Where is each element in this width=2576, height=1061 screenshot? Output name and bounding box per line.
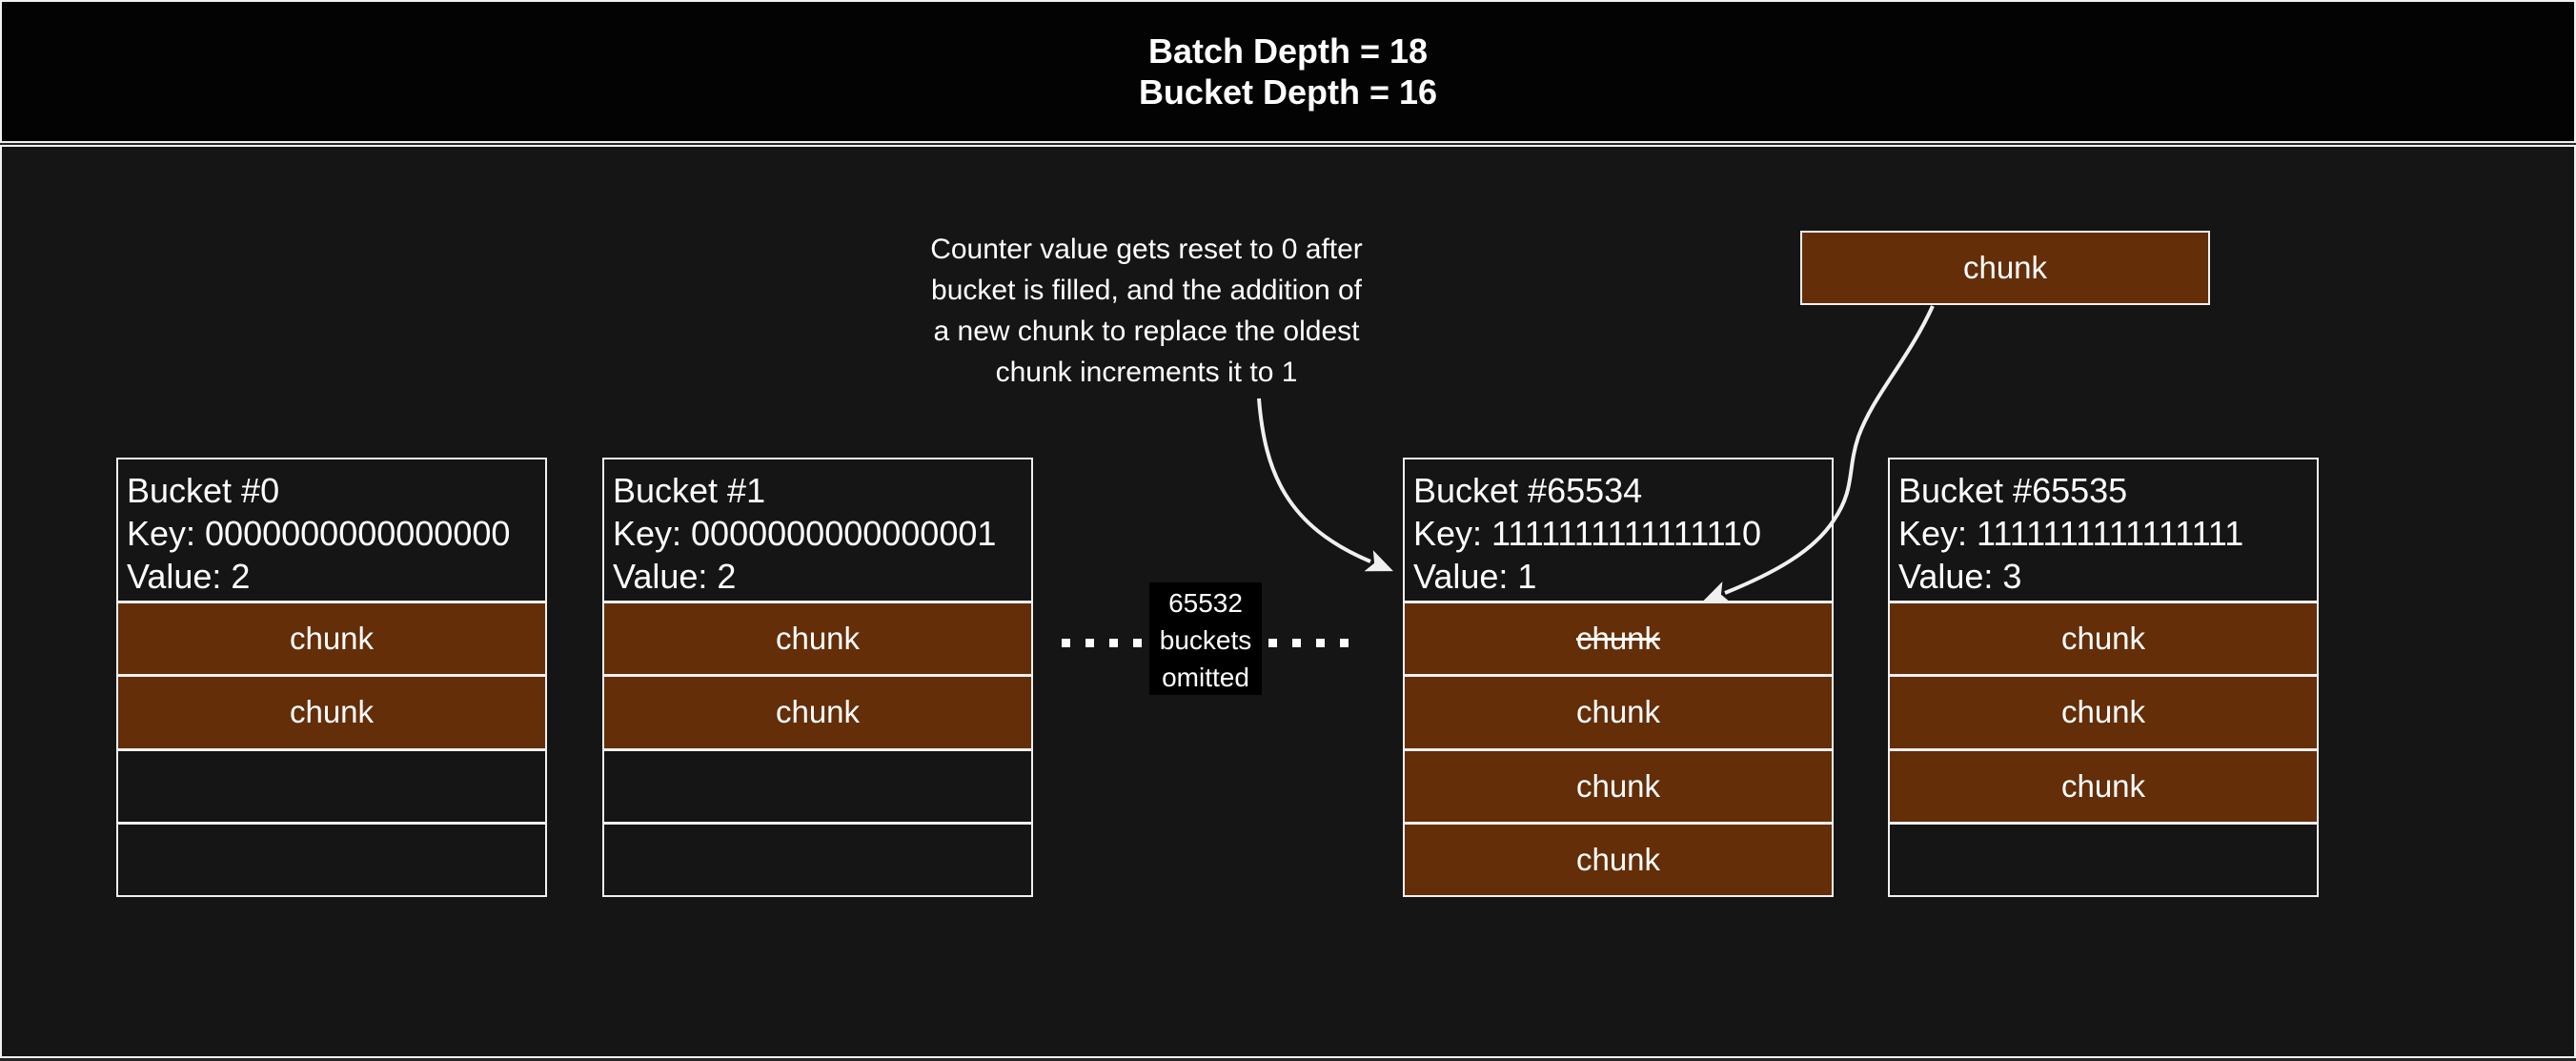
dot	[1062, 639, 1070, 647]
bucket-key: Key: 0000000000000000	[127, 514, 511, 553]
header-banner: Batch Depth = 18 Bucket Depth = 16	[0, 0, 2576, 143]
chunk-slot: chunk	[118, 674, 545, 748]
chunk-label: chunk	[289, 694, 375, 730]
bucket-key: Key: 0000000000000001	[613, 514, 997, 553]
omitted-line: buckets	[1159, 625, 1252, 655]
chunk-slot: chunk	[118, 601, 545, 675]
bucket-title: Bucket #1	[613, 471, 766, 510]
bucket-65534-header: Bucket #65534 Key: 1111111111111110 Valu…	[1405, 459, 1832, 601]
bucket-depth-label: Bucket Depth = 16	[1138, 72, 1438, 112]
bucket-65535-header: Bucket #65535 Key: 1111111111111111 Valu…	[1890, 459, 2317, 601]
chunk-label: chunk	[2060, 694, 2146, 730]
chunk-slot: chunk	[1890, 747, 2317, 822]
dot	[1133, 639, 1142, 647]
bucket-65534: Bucket #65534 Key: 1111111111111110 Valu…	[1403, 458, 1834, 897]
chunk-label: chunk	[1575, 767, 1661, 804]
dot	[1268, 639, 1277, 647]
bucket-title: Bucket #0	[127, 471, 280, 510]
omitted-line: omitted	[1162, 663, 1249, 692]
chunk-label: chunk	[1575, 621, 1661, 657]
chunk-slot	[1890, 821, 2317, 895]
chunk-slot: chunk	[1890, 601, 2317, 675]
bucket-title: Bucket #65534	[1413, 471, 1643, 510]
bucket-0: Bucket #0 Key: 0000000000000000 Value: 2…	[116, 458, 547, 897]
chunk-slot	[604, 821, 1031, 895]
chunk-slot: chunk	[604, 601, 1031, 675]
bucket-value: Value: 2	[127, 557, 251, 596]
dot	[1085, 639, 1094, 647]
annotation-line: bucket is filled, and the addition of	[931, 275, 1362, 306]
incoming-chunk-box: chunk	[1800, 231, 2210, 305]
ellipsis-left	[1062, 639, 1142, 647]
bucket-1: Bucket #1 Key: 0000000000000001 Value: 2…	[602, 458, 1033, 897]
bucket-title: Bucket #65535	[1898, 471, 2128, 510]
annotation-line: a new chunk to replace the oldest	[933, 316, 1360, 347]
chunk-slot: chunk	[1890, 674, 2317, 748]
ellipsis-right	[1268, 639, 1349, 647]
chunk-slot: chunk	[604, 674, 1031, 748]
chunk-slot: chunk	[1405, 821, 1832, 895]
bucket-65535: Bucket #65535 Key: 1111111111111111 Valu…	[1888, 458, 2319, 897]
bucket-value: Value: 2	[613, 557, 737, 596]
dot	[1292, 639, 1301, 647]
bucket-key: Key: 1111111111111110	[1413, 514, 1761, 553]
dot	[1340, 639, 1349, 647]
batch-depth-label: Batch Depth = 18	[1147, 31, 1429, 71]
omitted-buckets-label: 65532 buckets omitted	[1149, 582, 1262, 695]
annotation-line: Counter value gets reset to 0 after	[930, 234, 1363, 265]
dot	[1109, 639, 1118, 647]
chunk-slot: chunk	[1405, 674, 1832, 748]
omitted-line: 65532	[1168, 588, 1243, 618]
chunk-slot: chunk	[1405, 601, 1832, 675]
annotation-line: chunk increments it to 1	[995, 357, 1298, 388]
chunk-label: chunk	[2060, 621, 2146, 657]
bucket-value: Value: 1	[1413, 557, 1537, 596]
bucket-value: Value: 3	[1898, 557, 2022, 596]
chunk-label: chunk	[289, 621, 375, 657]
annotation-note: Counter value gets reset to 0 after buck…	[903, 229, 1389, 393]
chunk-slot	[118, 821, 545, 895]
bucket-key: Key: 1111111111111111	[1898, 514, 2244, 553]
chunk-label: chunk	[775, 694, 861, 730]
chunk-label: chunk	[1575, 841, 1661, 877]
chunk-slot	[118, 747, 545, 822]
bucket-0-header: Bucket #0 Key: 0000000000000000 Value: 2	[118, 459, 545, 601]
chunk-slot: chunk	[1405, 747, 1832, 822]
chunk-label: chunk	[1575, 694, 1661, 730]
incoming-chunk-label: chunk	[1962, 250, 2048, 285]
dot	[1316, 639, 1325, 647]
chunk-label: chunk	[775, 621, 861, 657]
bucket-1-header: Bucket #1 Key: 0000000000000001 Value: 2	[604, 459, 1031, 601]
chunk-slot	[604, 747, 1031, 822]
chunk-label: chunk	[2060, 767, 2146, 804]
